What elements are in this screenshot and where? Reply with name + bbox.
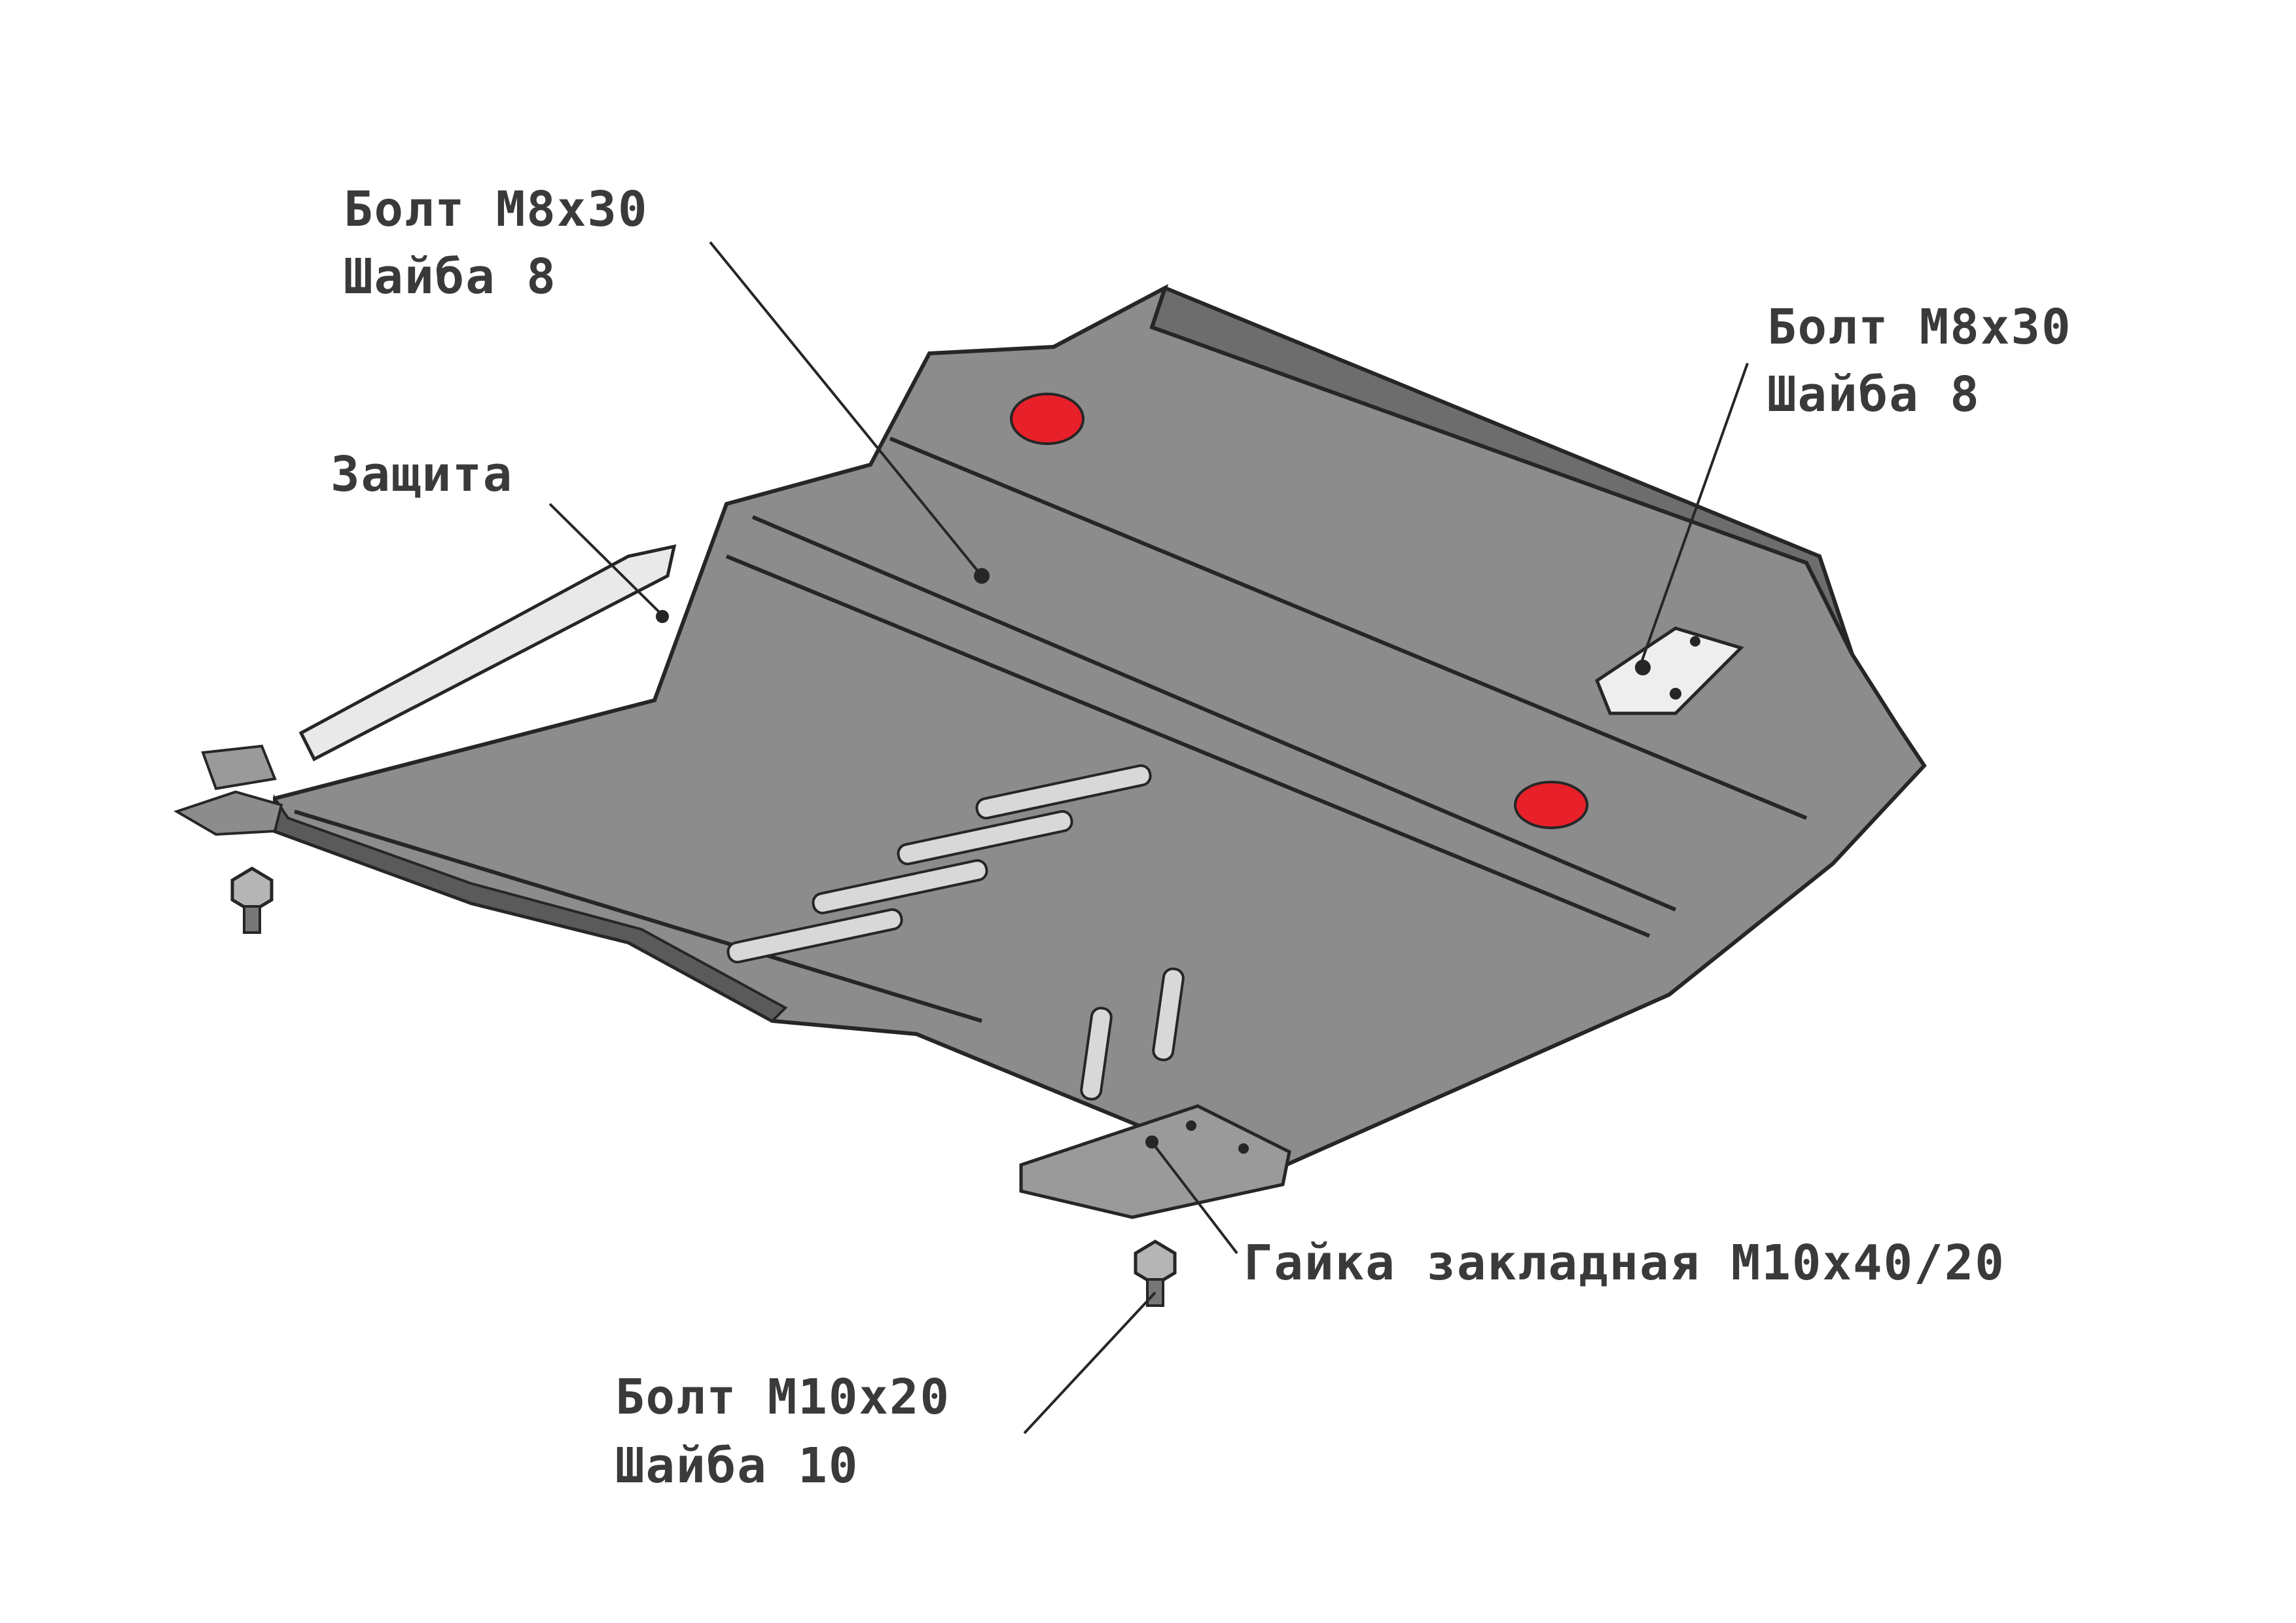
callout-embedded-nut: Гайка закладная М10х40/20: [1244, 1235, 2005, 1291]
callout-line: Шайба 8: [1767, 366, 1981, 423]
callout-line: Шайба 10: [615, 1438, 859, 1494]
leader-embedded-nut: [1152, 1143, 1238, 1255]
leader-lines: [548, 241, 1749, 1435]
left-mount-tab: [173, 744, 283, 836]
callout-line: Болт М10х20: [615, 1369, 950, 1425]
plate-side-strip: [298, 544, 677, 762]
skid-plate: [173, 283, 1927, 1219]
callout-guard: Защита: [331, 446, 513, 503]
callout-line: Шайба 8: [344, 249, 557, 305]
callout-line: Гайка закладная М10х40/20: [1244, 1235, 2005, 1291]
callout-bolt-top-right: Болт М8х30 Шайба 8: [1767, 299, 2072, 423]
plate-left-edge: [274, 794, 788, 1023]
red-marker-icon: [1514, 781, 1588, 829]
leader-guard: [548, 503, 662, 615]
bolt-icon: [230, 866, 274, 934]
callout-line: Болт М8х30: [1767, 299, 2072, 355]
red-marker-icon: [1010, 393, 1085, 445]
leader-bolt-top-left: [709, 241, 983, 577]
callout-line: Защита: [331, 446, 513, 503]
leader-bolt-bottom: [1023, 1291, 1157, 1435]
callout-bolt-bottom: Болт М10х20 Шайба 10: [615, 1369, 950, 1494]
leader-bolt-top-right: [1638, 363, 1749, 668]
right-bracket: [1594, 626, 1744, 715]
plate-ribs: [294, 437, 1808, 1023]
callout-line: Болт М8х30: [344, 181, 649, 238]
bolt-icon: [1134, 1240, 1177, 1307]
callout-bolt-top-left: Болт М8х30 Шайба 8: [344, 181, 649, 305]
vent-slots: [726, 764, 1185, 1101]
bottom-mount-tab: [1019, 1104, 1291, 1219]
